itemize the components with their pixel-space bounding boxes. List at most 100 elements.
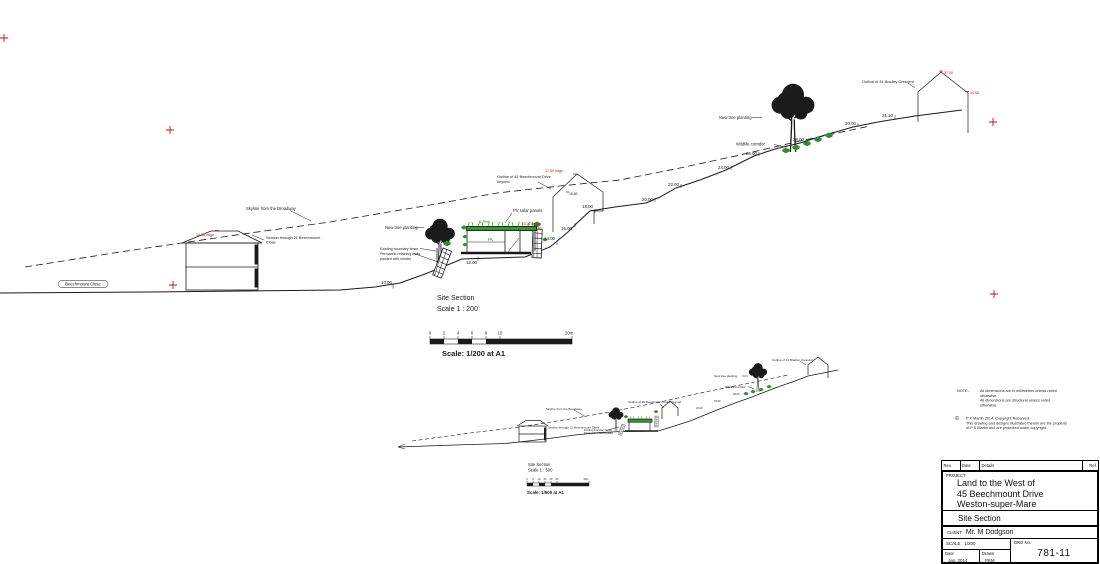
wildlife-label-small: Wildlife corridor [725,385,746,389]
interior-label: FFL [488,238,494,242]
leader-line [504,212,513,224]
house-45-small-outline [661,400,679,419]
fence-label-1: Existing boundary fence [380,247,418,251]
house-21-beechmount-close: 14.35 ridge [181,230,263,291]
notes-line: All dimensions are structural unless not… [980,399,1050,403]
ridge-level-44: 37.00 [944,71,953,75]
wildlife-corridor-label: Wildlife corridor [736,142,765,147]
small-section-scale: Scale 1 : 500 [528,468,553,473]
rev-header: Rev. [942,461,961,471]
level-label: 28.00 [793,137,805,142]
level-label: 31.10 [882,113,894,118]
house-21-small [516,420,549,443]
shrub [750,389,756,394]
scalebar-tick: 15 [544,477,547,481]
house-44-bradley-outline: 37.00 34.65 [917,70,979,133]
skyline-dashed-line [24,125,871,268]
shrub [462,234,468,239]
drawn-label: Drawn [982,551,995,556]
permacrib-wall [652,415,661,428]
road-label: Beechmount Close [65,282,101,287]
small-scale-caption: Scale: 1/500 at A1 [527,490,564,495]
small-scale-bar: 0 5 10 15 20 25 50m [526,477,590,487]
main-section-title: Site Section [437,295,474,302]
tree [748,362,768,393]
green-roof-label: G. Roof [479,220,490,224]
scalebar-tick: 10 [498,331,503,336]
shrub [758,387,764,392]
date-value: Jan. 2014 [948,558,968,563]
house-44-small-outline [807,356,829,378]
drawn-cell: Drawn PKM [980,550,1010,564]
level-label: 14.00 [544,236,556,241]
drg-label: DRG No. [1014,540,1031,545]
level-label: 30.00 [845,121,857,126]
ref-header: Ref. [1081,461,1099,471]
fence-label-small: Existing boundary fence [584,428,612,432]
section-end-arrow [397,443,406,450]
revision-strip: Rev. Date Details Ref. [941,460,1099,471]
pv-panels-label: PV solar panels [513,208,542,213]
outline-45-label-2: beyond [497,180,509,184]
scalebar-tick: 0 [526,477,528,481]
notes-line: otherwise. [980,394,997,398]
level-label-small: 26.00 [714,399,721,403]
copyright-line: of P K Martin and are protected under co… [966,426,1047,430]
main-scale-caption: Scale: 1/200 at A1 [442,349,505,358]
notes-line: otherwise. [980,403,997,407]
leader-line [747,386,755,390]
skyline-label: Skyline from the Broadway [246,206,297,211]
shrub [461,225,467,230]
registration-cross [0,33,9,43]
client-label: CLIENT [947,530,962,535]
scale-drg-grid: SCALE 1/200 Date Jan. 2014 Drawn PKM DRG… [943,539,1097,564]
registration-cross [165,125,175,135]
registration-cross [988,117,998,127]
drg-number: 781-11 [1037,548,1071,559]
level-45: 16.60 [569,192,578,196]
leader-line [773,144,786,148]
client-row: CLIENT Mr. M Dodgson [943,527,1097,539]
proposed-building: G. Roof FFL [461,220,537,255]
section-through-label: Section through 21 Beechmount [266,236,321,240]
permacrib-wall [431,246,453,280]
project-line: Land to the West of [957,478,1035,488]
main-section-scale: Scale 1 : 200 [437,306,478,313]
main-section: Beechmount Close 14.35 ridge Section thr… [0,70,979,358]
new-tree-planting-label: New tree planting [385,225,418,230]
registration-cross [989,289,999,299]
new-tree-label-small: New tree planting [714,374,738,378]
scalebar-tick: 6 [471,331,474,336]
copyright-line: P K Martin 2014. Copyright Reserved [966,417,1029,421]
road-label-box [57,280,109,288]
project-section: PROJECT Land to the West of 45 Beechmoun… [943,472,1097,511]
drg-cell: DRG No. 781-11 [1011,539,1097,564]
level-label-small: 28.00 [733,392,740,396]
skyline-label-small: Skyline from the Broadway [546,407,582,411]
date-label: Date [945,551,954,556]
leader-line [799,360,807,366]
outline-44-label: Outline of 44 Bradley Crescent [862,80,915,84]
level-label: 18.00 [582,204,594,209]
leader-line [537,181,552,190]
scalebar-tick: 10 [538,477,541,481]
leader-line [251,234,265,241]
outline-44-label-small: Outline of 44 Bradley Crescent [772,358,813,362]
registration-marks [0,33,999,299]
title-block: Rev. Date Details Ref. PROJECT Land to t… [941,460,1099,564]
fence-label-2: Permacrib retaining walls [380,252,420,256]
new-tree-planting-label: New tree planting [719,115,752,120]
project-label: PROJECT [946,473,966,478]
shrub [462,242,468,247]
level-label: 12.00 [466,260,478,265]
shrub [653,410,659,414]
level-label: 10.00 [381,280,393,285]
level-label: 20.00 [642,197,654,202]
scale-label: SCALE [946,541,961,546]
ground-line [0,109,963,294]
small-section: Skyline from the Broadway Section throug… [397,356,839,495]
ridge-level-45: 17.50 ridge [545,169,563,173]
proposed-building-small [625,416,658,432]
